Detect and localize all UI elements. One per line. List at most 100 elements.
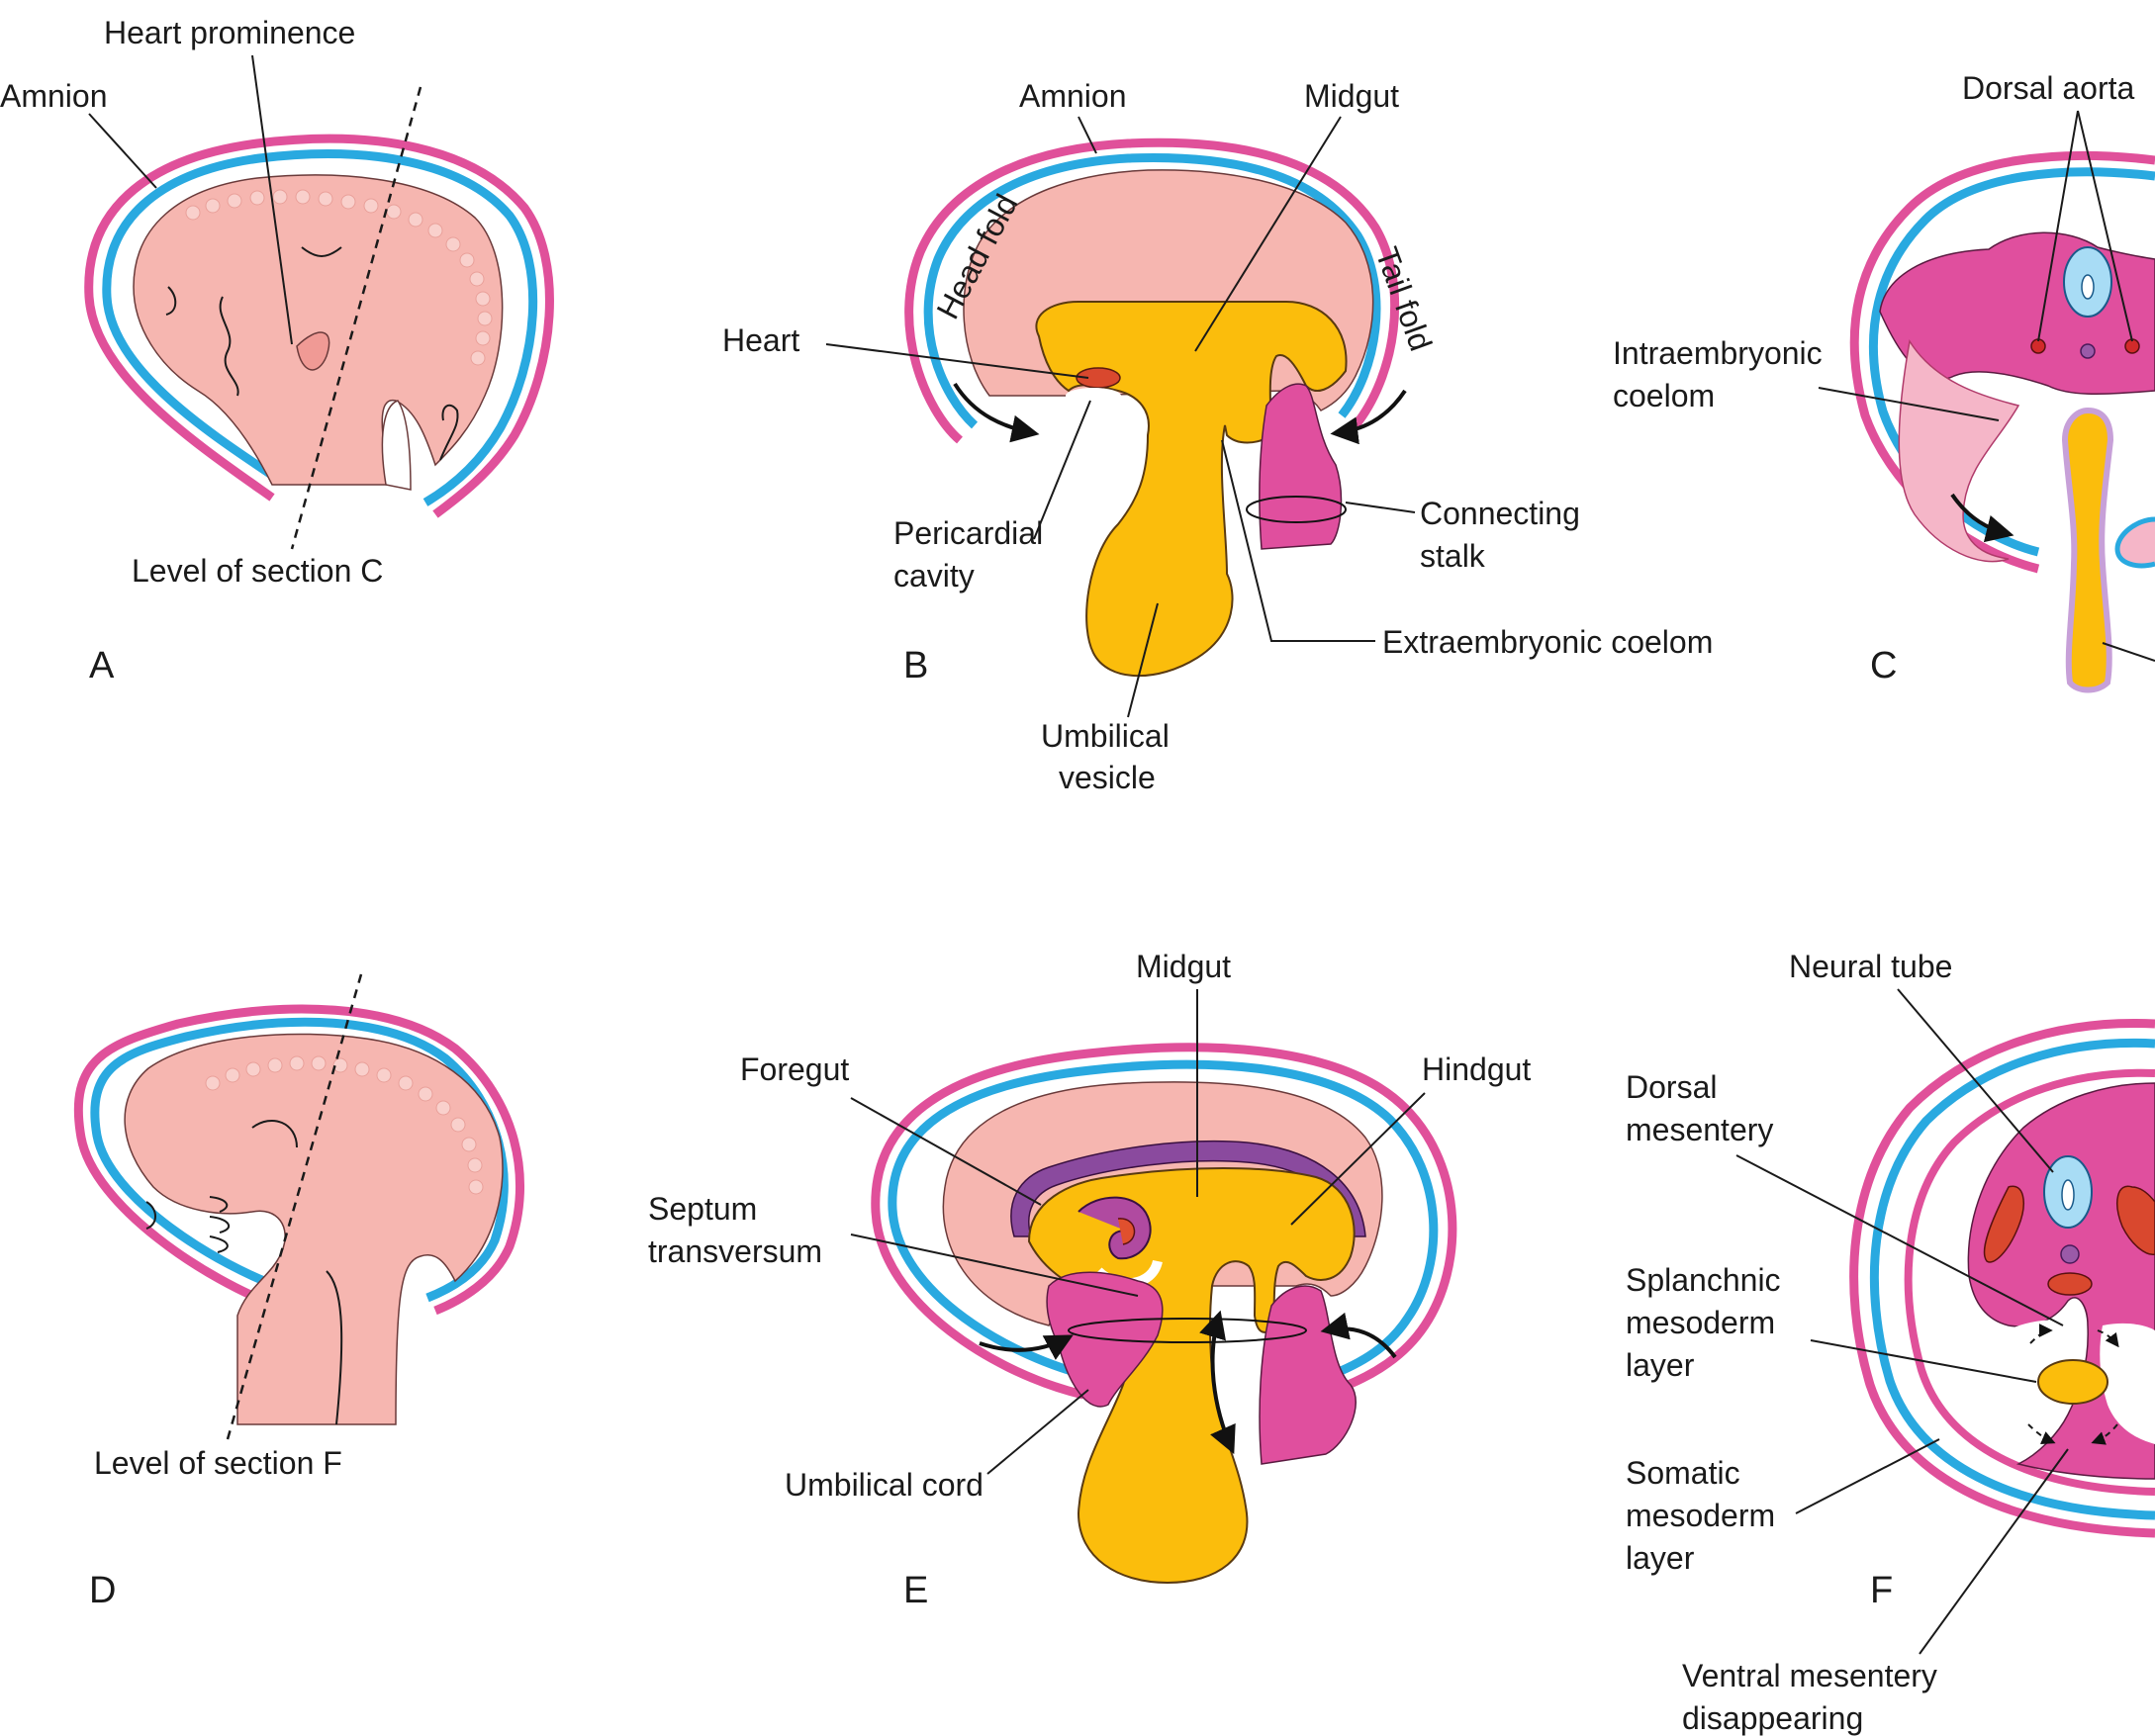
gut-lumen xyxy=(2037,1359,2108,1405)
chorion-membrane xyxy=(1869,1038,2155,1520)
label-splanch-3: layer xyxy=(1626,1347,1695,1383)
dorsal-mesentery-arrow-right xyxy=(2097,1329,2119,1348)
label-level-c: Level of section C xyxy=(132,553,383,589)
dorsal-aorta-right xyxy=(2124,338,2140,354)
label-intra-2: coelom xyxy=(1613,378,1715,413)
otic-mark xyxy=(301,246,342,257)
leader-heart-prominence xyxy=(251,54,293,345)
intraembryonic-coelom xyxy=(1898,338,2020,563)
label-connecting-2: stalk xyxy=(1420,538,1486,574)
leader-dorsal-aorta-right xyxy=(2077,110,2133,342)
leader-umbilical xyxy=(1127,602,1159,718)
right-fold-arrow xyxy=(1320,1312,1397,1359)
panel-c: Dorsal aorta Intraembryonic coelom C xyxy=(1613,70,2155,693)
label-somatic-2: mesoderm xyxy=(1626,1498,1775,1533)
connecting-stalk xyxy=(1259,1285,1357,1465)
panel-a: Amnion Heart prominence Level of section… xyxy=(0,15,554,686)
panel-f: Neural tube Dorsal mesentery Splanchnic … xyxy=(1626,949,2155,1736)
tail-fold-arrow xyxy=(1330,389,1407,445)
coelom-right xyxy=(2100,1323,2155,1444)
leader-intra xyxy=(1818,387,2000,421)
pericardial-cavity-shape xyxy=(1066,388,1121,404)
heart-inner xyxy=(1117,1218,1136,1245)
elongation-arrow xyxy=(1199,1310,1236,1455)
panel-letter-a: A xyxy=(89,645,115,686)
leader-umbilical-cord xyxy=(986,1389,1089,1475)
somite-right xyxy=(2116,1185,2155,1255)
leader-midgut xyxy=(1194,116,1342,352)
chorion-membrane xyxy=(90,1017,509,1303)
umbilical-ring xyxy=(1068,1318,1307,1343)
label-extraembryonic: Extraembryonic coelom xyxy=(1382,624,1713,660)
label-ventral-1: Ventral mesentery xyxy=(1682,1658,1937,1693)
right-coelom-tip xyxy=(2114,516,2155,569)
label-splanch-1: Splanchnic xyxy=(1626,1262,1781,1298)
neural-canal xyxy=(2081,274,2095,300)
gut-tube xyxy=(2061,407,2114,693)
pharyngeal-arches xyxy=(219,296,239,397)
leader-pericardial xyxy=(1033,400,1091,540)
label-connecting-1: Connecting xyxy=(1420,496,1580,531)
neural-canal xyxy=(2061,1179,2075,1211)
amnion-membrane xyxy=(1849,1018,2155,1538)
label-midgut: Midgut xyxy=(1304,78,1399,114)
somites xyxy=(185,189,493,366)
somites xyxy=(205,1055,484,1195)
leader-hindgut xyxy=(1290,1092,1426,1226)
label-dorsal-aorta: Dorsal aorta xyxy=(1962,70,2135,106)
tail-outline xyxy=(439,404,459,461)
label-umbilical-cord: Umbilical cord xyxy=(785,1467,984,1503)
leader-extraembryonic xyxy=(1221,439,1375,642)
label-neural-tube: Neural tube xyxy=(1789,949,1952,984)
stalk-outline xyxy=(326,1270,343,1425)
left-fold-arrow xyxy=(979,1334,1074,1360)
leader-dorsal-mes xyxy=(1735,1154,2064,1326)
ventral-mesentery-arrow-left xyxy=(2027,1423,2056,1445)
chorion-membrane xyxy=(923,153,1381,429)
inner-amnion-membrane xyxy=(1904,1068,2155,1496)
label-midgut: Midgut xyxy=(1136,949,1231,984)
chorion-membrane xyxy=(102,149,538,506)
somite-left xyxy=(1983,1185,2024,1263)
stalk-ring xyxy=(1246,496,1347,523)
heart-shape xyxy=(1076,367,1121,389)
amnion-membrane xyxy=(73,1004,524,1316)
panel-b: Head fold Tail fold Amnion Midgut Heart … xyxy=(722,78,1713,795)
heart-prominence xyxy=(296,331,330,371)
dorsal-aorta-left xyxy=(2030,338,2046,354)
label-septum-1: Septum xyxy=(648,1191,757,1227)
otic-mark xyxy=(251,1119,298,1148)
embryo-body xyxy=(133,174,504,486)
label-level-f: Level of section F xyxy=(94,1445,342,1481)
chorion-membrane xyxy=(888,1059,1439,1382)
label-splanch-2: mesoderm xyxy=(1626,1305,1775,1340)
leader-neural-tube xyxy=(1897,988,2054,1173)
dorsal-mesentery-arrow-left xyxy=(2029,1324,2053,1344)
label-foregut: Foregut xyxy=(740,1051,849,1087)
label-amnion: Amnion xyxy=(1019,78,1127,114)
leader-ventral xyxy=(1919,1448,2069,1655)
notochord xyxy=(2080,343,2096,359)
label-somatic-1: Somatic xyxy=(1626,1455,1740,1491)
panel-letter-c: C xyxy=(1870,645,1897,686)
label-amnion: Amnion xyxy=(0,78,108,114)
panel-letter-d: D xyxy=(89,1570,116,1611)
connecting-stalk xyxy=(1259,383,1343,550)
leader-gut-cut xyxy=(2102,642,2155,662)
leader-heart xyxy=(825,343,1089,379)
label-heart: Heart xyxy=(722,322,799,358)
folding-arrow xyxy=(1950,493,2014,543)
label-pericardial-1: Pericardial xyxy=(893,515,1043,551)
section-line xyxy=(226,973,363,1440)
notochord xyxy=(2060,1244,2080,1264)
label-ventral-2: disappearing xyxy=(1682,1700,1863,1736)
eye-outline xyxy=(145,1201,156,1230)
label-septum-2: transversum xyxy=(648,1233,822,1269)
leader-amnion xyxy=(1078,116,1097,154)
leader-splanch xyxy=(1810,1339,2037,1383)
panel-e: Midgut Foregut Hindgut Septum transversu… xyxy=(648,949,1531,1611)
leader-connecting xyxy=(1345,502,1416,513)
leader-somatic xyxy=(1795,1438,1940,1514)
label-intra-1: Intraembryonic xyxy=(1613,335,1823,371)
